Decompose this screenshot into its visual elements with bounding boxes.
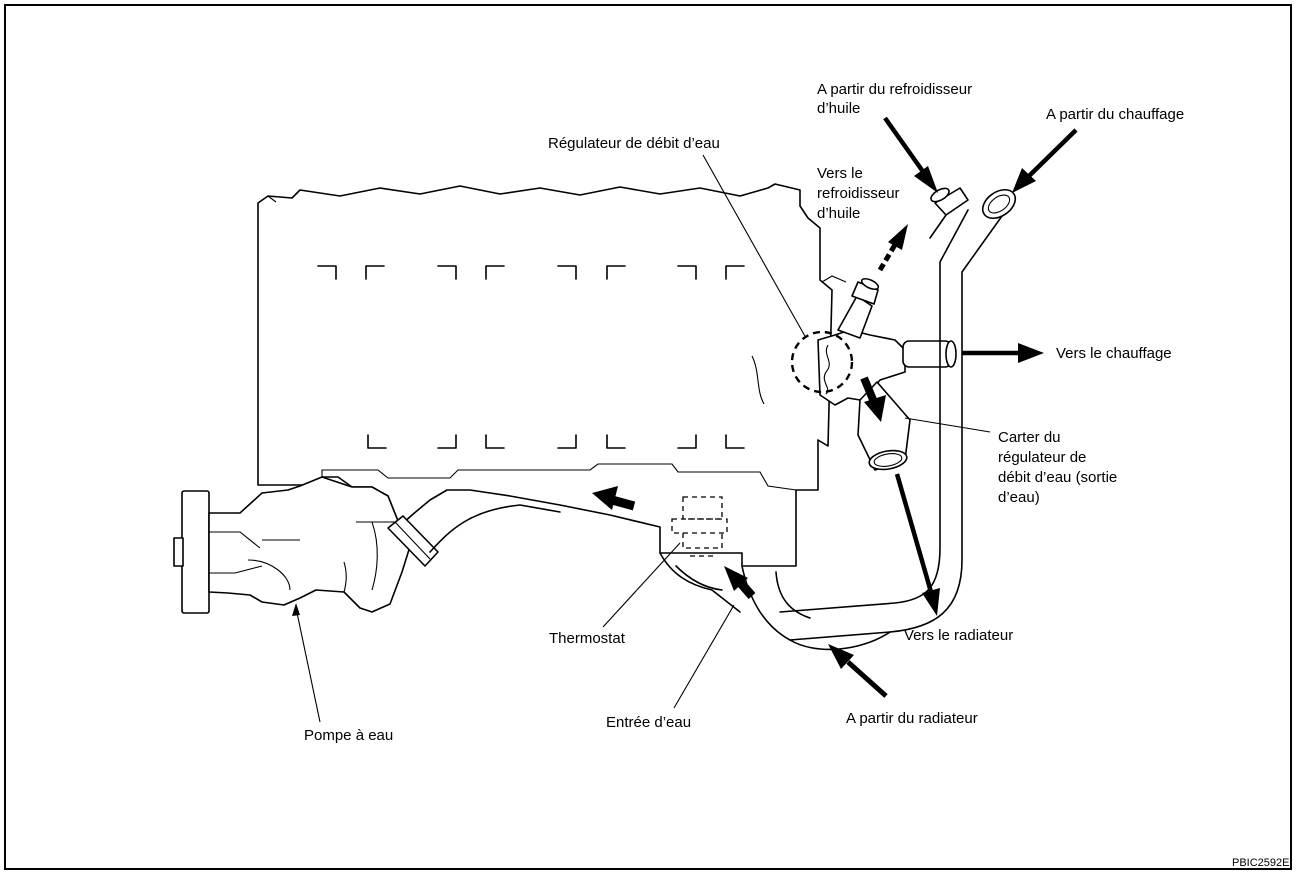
- label-water-pump: Pompe à eau: [304, 727, 393, 744]
- arrow-to-oil-cooler: [877, 224, 908, 272]
- label-from-heater: A partir du chauffage: [1046, 106, 1184, 123]
- water-pump: [173, 476, 561, 614]
- figure-frame: [4, 4, 1292, 870]
- flow-arrows: [592, 116, 1078, 698]
- label-from-oil-cooler: A partir du refroidisseur: [817, 81, 972, 98]
- label-to-radiator: Vers le radiateur: [904, 627, 1013, 644]
- label-from-oil-cooler-2: d’huile: [817, 100, 860, 117]
- label-regulator-housing-4: d’eau): [998, 489, 1040, 506]
- arrow-to-radiator: [894, 473, 940, 616]
- regulator-location-circle: [790, 330, 854, 394]
- labels: A partir du refroidisseur d’huile A part…: [304, 81, 1289, 869]
- engine-block: [257, 183, 847, 567]
- label-regulator-housing-3: débit d’eau (sortie: [998, 469, 1117, 486]
- label-to-oil-cooler-2: refroidisseur: [817, 185, 900, 202]
- arrow-block-flow: [592, 486, 636, 511]
- arrow-from-oil-cooler: [883, 116, 938, 193]
- label-to-oil-cooler: Vers le: [817, 165, 863, 182]
- figure-code: PBIC2592E: [1232, 857, 1289, 869]
- label-thermostat: Thermostat: [549, 630, 626, 647]
- arrow-from-heater: [1012, 128, 1078, 193]
- label-to-oil-cooler-3: d’huile: [817, 205, 860, 222]
- leader-lines: [292, 154, 991, 723]
- label-water-inlet: Entrée d’eau: [606, 714, 691, 731]
- label-regulator-housing: Carter du: [998, 429, 1061, 446]
- arrow-water-inlet-flow: [724, 566, 756, 599]
- regulator-housing: [817, 277, 957, 471]
- arrow-to-heater: [962, 343, 1044, 363]
- arrow-from-radiator: [828, 644, 888, 698]
- label-to-heater: Vers le chauffage: [1056, 345, 1172, 362]
- arrow-regulator-down: [860, 376, 886, 422]
- label-water-flow-regulator: Régulateur de débit d’eau: [548, 135, 720, 152]
- label-regulator-housing-2: régulateur de: [998, 449, 1086, 466]
- label-from-radiator: A partir du radiateur: [846, 710, 978, 727]
- thermostat-outline: [671, 496, 728, 557]
